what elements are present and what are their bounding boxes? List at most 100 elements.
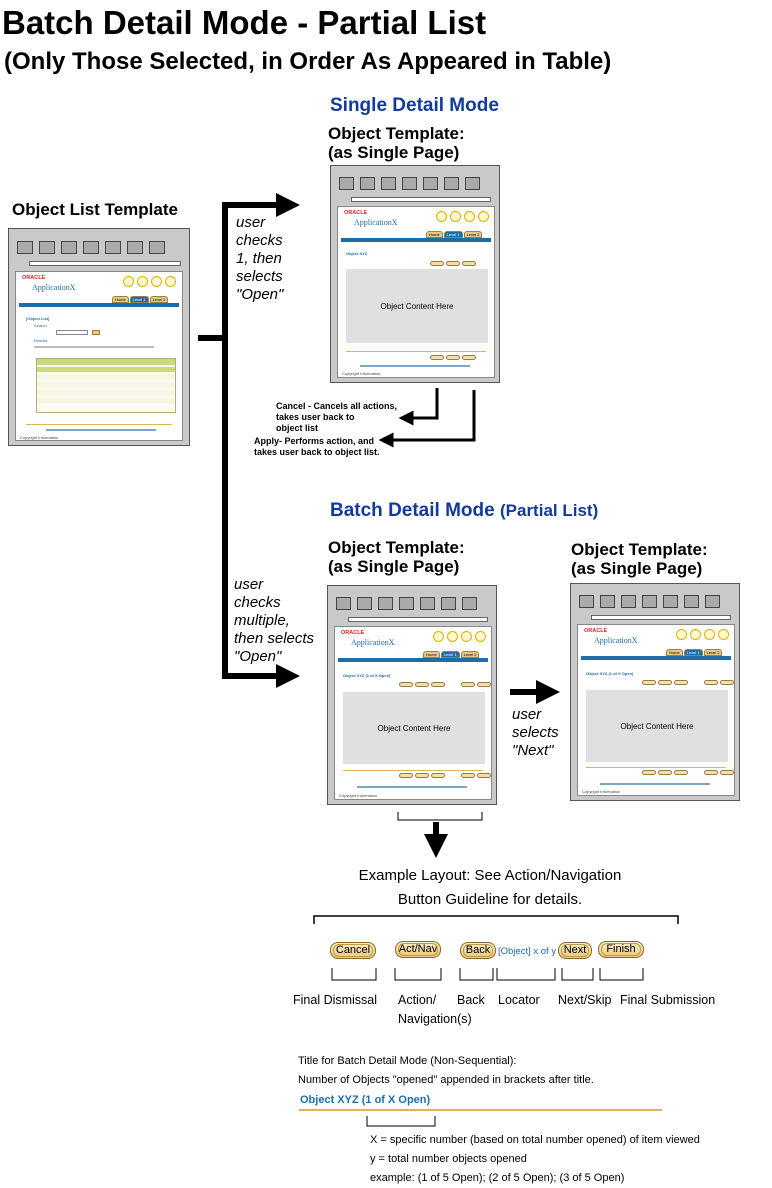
footer-links[interactable]	[360, 365, 470, 367]
footer-rule	[26, 424, 172, 425]
copyright: Copyright Information	[20, 435, 59, 440]
tab-home[interactable]: Home	[666, 649, 683, 656]
annotation-user-checks-one: user checks 1, then selects "Open"	[236, 214, 283, 304]
act-nav-button[interactable]	[415, 773, 429, 778]
global-icon	[450, 211, 461, 222]
tab-level2[interactable]: Level 2	[463, 231, 483, 238]
annotation-user-selects-next: user selects "Next"	[512, 706, 559, 760]
page-subtitle: (Only Those Selected, in Order As Appear…	[4, 48, 612, 75]
title-note-line: Title for Batch Detail Mode (Non-Sequent…	[298, 1055, 517, 1067]
footer-links[interactable]	[357, 786, 467, 788]
act-nav-button[interactable]	[446, 261, 460, 266]
arrow-to-batch	[222, 338, 300, 688]
oracle-logo: ORACLE	[584, 628, 608, 634]
annotation-line: "Open"	[236, 286, 284, 303]
tab-level1[interactable]: Level 1	[440, 651, 460, 658]
detail-page: ORACLE ApplicationX Home Level 1 Level 2…	[337, 206, 495, 378]
finish-button[interactable]	[477, 773, 491, 778]
label-next-skip: Next/Skip	[558, 993, 612, 1007]
template-title-line1: Object Template:	[328, 124, 465, 143]
act-nav-button[interactable]: Act/Nav	[395, 941, 441, 958]
tab-level1[interactable]: Level 1	[443, 231, 463, 238]
results-table	[36, 358, 176, 413]
back-button[interactable]	[674, 680, 688, 685]
tab-home[interactable]: Home	[426, 231, 443, 238]
table-row[interactable]	[37, 397, 175, 403]
label-locator: Locator	[498, 993, 540, 1007]
table-header	[37, 367, 175, 372]
cancel-note: Cancel - Cancels all actions, takes user…	[276, 401, 397, 434]
cancel-button[interactable]	[642, 680, 656, 685]
cancel-button[interactable]	[399, 773, 413, 778]
back-button[interactable]	[431, 773, 445, 778]
example-line: Button Guideline for details.	[397, 891, 583, 908]
tab-level1[interactable]: Level 1	[683, 649, 703, 656]
arrow-cancel-return	[398, 388, 439, 426]
next-button[interactable]	[461, 773, 475, 778]
finish-button[interactable]: Finish	[598, 941, 644, 958]
object-list-template-title: Object List Template	[12, 200, 178, 219]
global-icon	[690, 629, 701, 640]
batch-detail-browser-1: ORACLE ApplicationX Home Level 1 Level 2…	[327, 585, 497, 805]
note-line: takes user back to object list.	[254, 447, 380, 457]
global-icon	[461, 631, 472, 642]
tab-level2[interactable]: Level 2	[149, 296, 169, 303]
apply-button[interactable]	[462, 261, 476, 266]
act-nav-button[interactable]	[658, 680, 672, 685]
back-button[interactable]	[674, 770, 688, 775]
apply-button[interactable]	[462, 355, 476, 360]
finish-button[interactable]	[720, 770, 734, 775]
global-icon	[137, 276, 148, 287]
annotation-line: user	[512, 706, 542, 723]
cancel-button[interactable]	[642, 770, 656, 775]
tab-bar: Home Level 1 Level 2	[112, 296, 169, 303]
global-icon	[704, 629, 715, 640]
table-row[interactable]	[37, 373, 175, 379]
next-button[interactable]: Next	[558, 942, 592, 959]
top-action-buttons	[430, 261, 476, 266]
tab-home[interactable]: Home	[112, 296, 129, 303]
search-button[interactable]	[92, 330, 100, 335]
template-title-line1: Object Template:	[328, 538, 465, 557]
footer-links[interactable]	[46, 429, 156, 431]
nav-bar	[581, 656, 731, 660]
cancel-button[interactable]	[430, 261, 444, 266]
annotation-line: multiple,	[234, 612, 290, 629]
next-button[interactable]	[704, 680, 718, 685]
tab-level1[interactable]: Level 1	[129, 296, 149, 303]
table-row[interactable]	[37, 381, 175, 387]
tab-home[interactable]: Home	[423, 651, 440, 658]
act-nav-button[interactable]	[446, 355, 460, 360]
act-nav-button[interactable]	[658, 770, 672, 775]
cancel-button[interactable]	[430, 355, 444, 360]
tab-level2[interactable]: Level 2	[703, 649, 723, 656]
object-content: Object Content Here	[346, 269, 488, 343]
cancel-button[interactable]: Cancel	[330, 942, 376, 959]
note-line: Apply- Performs action, and	[254, 436, 375, 446]
global-icon	[123, 276, 134, 287]
search-input[interactable]	[56, 330, 88, 335]
url-bar	[351, 197, 491, 202]
finish-button[interactable]	[720, 680, 734, 685]
finish-button[interactable]	[477, 682, 491, 687]
table-toolbar	[37, 359, 175, 365]
footer-links[interactable]	[600, 783, 710, 785]
tab-level2[interactable]: Level 2	[460, 651, 480, 658]
copyright: Copyright Information	[342, 371, 381, 376]
footer-rule	[586, 767, 726, 768]
next-button[interactable]	[704, 770, 718, 775]
object-list-browser: ORACLE ApplicationX Home Level 1 Level 2…	[8, 228, 190, 446]
global-icon	[151, 276, 162, 287]
oracle-logo: ORACLE	[22, 275, 46, 281]
browser-toolbar	[336, 597, 488, 610]
next-button[interactable]	[461, 682, 475, 687]
cancel-button[interactable]	[399, 682, 413, 687]
object-title: Object XYZ (1 of X Open)	[343, 673, 391, 678]
back-button[interactable]: Back	[460, 942, 496, 959]
back-button[interactable]	[431, 682, 445, 687]
annotation-line: "Next"	[512, 742, 554, 759]
url-bar	[348, 617, 488, 622]
table-row[interactable]	[37, 389, 175, 395]
act-nav-button[interactable]	[415, 682, 429, 687]
global-icon	[447, 631, 458, 642]
